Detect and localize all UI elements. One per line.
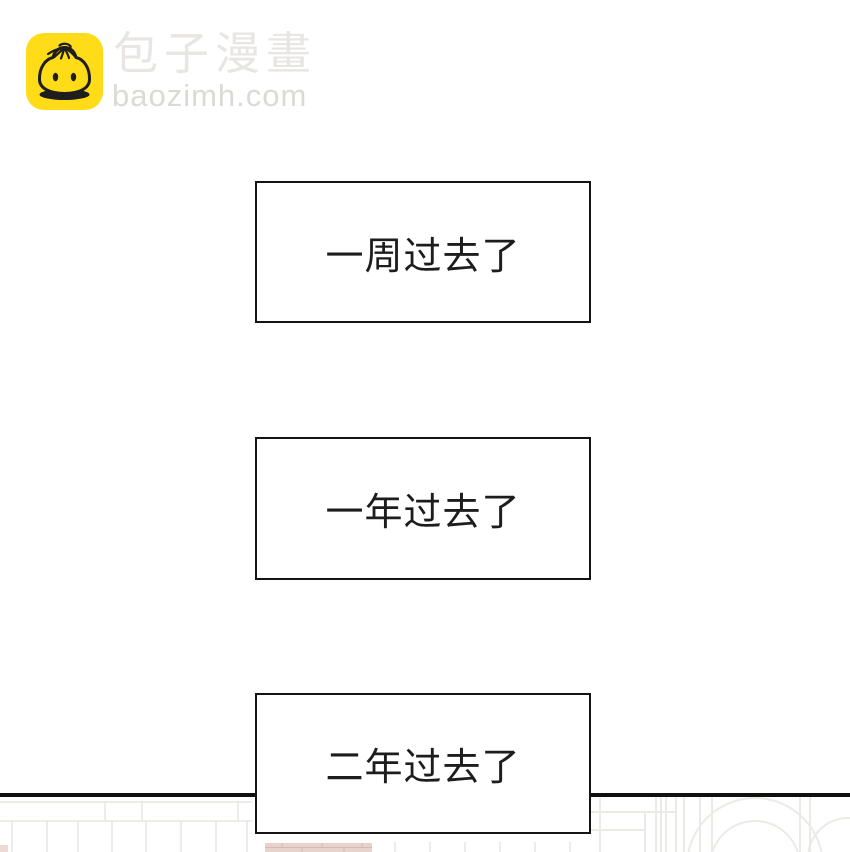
site-watermark: 包子漫畫 baozimh.com	[0, 0, 420, 130]
baozi-logo-icon	[26, 33, 103, 110]
brand-name-text: 包子漫畫	[113, 28, 318, 79]
caption-box-two-years: 二年过去了	[255, 693, 591, 834]
caption-box-one-year: 一年过去了	[255, 437, 591, 580]
brand-domain-text: baozimh.com	[112, 78, 308, 113]
background-artwork	[0, 796, 850, 852]
caption-text: 一年过去了	[325, 492, 521, 534]
caption-box-week: 一周过去了	[255, 181, 591, 323]
caption-text: 一周过去了	[325, 235, 521, 278]
caption-text: 二年过去了	[325, 747, 521, 789]
